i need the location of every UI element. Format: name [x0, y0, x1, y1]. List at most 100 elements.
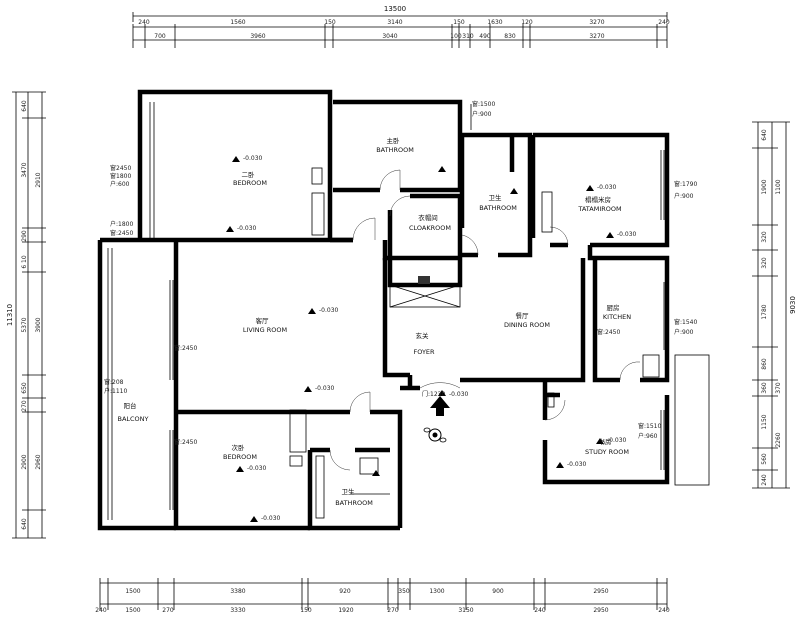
left-inner-dim: 3900 — [35, 317, 42, 332]
bottom-inner-dim: 350 — [398, 588, 410, 595]
foyer-label: FOYER — [413, 348, 435, 356]
bottom-outer-dim: 3150 — [458, 607, 473, 614]
foyer-cn: 玄关 — [416, 331, 430, 340]
right-outer-dim: 1150 — [761, 414, 768, 429]
living-cn: 客厅 — [256, 316, 270, 325]
bottom-outer-dim: 1500 — [125, 607, 140, 614]
top-outer-dim: 1630 — [487, 19, 502, 26]
bathroom-mid-cn: 卫生 — [489, 193, 503, 202]
cloakroom-cn: 衣帽间 — [418, 213, 438, 222]
bedroom-bottom-cn: 次卧 — [232, 443, 246, 452]
top-outer-dim: 3140 — [387, 19, 402, 26]
right-dimensions: 9030 640 1900 320 320 1780 860 360 1150 … — [752, 121, 797, 489]
study-window: 窗:1510 — [638, 422, 661, 430]
left-outer-dim: 3470 — [21, 162, 28, 177]
level-mark: -0.030 — [261, 515, 281, 522]
walls — [97, 89, 670, 531]
balcony-window2: 户:1800 — [110, 220, 133, 228]
level-mark: -0.030 — [237, 225, 257, 232]
tatami-cn: 榻榻米房 — [585, 195, 611, 204]
left-outer-dim: 290 — [21, 230, 28, 242]
left-outer-dim: 650 — [21, 382, 28, 394]
top-inner-dim: 100 — [450, 33, 462, 40]
kitchen-cn: 厨房 — [607, 303, 620, 312]
top-inner-dim: 3960 — [250, 33, 265, 40]
bottom-outer-dim: 270 — [387, 607, 399, 614]
living-label: LIVING ROOM — [243, 326, 287, 334]
bottom-dimensions: 1500 3380 920 350 1300 900 2950 240 1500… — [95, 578, 670, 614]
bedroom-top-window2: 窗1800 — [110, 172, 131, 180]
bottom-inner-dim: 900 — [492, 588, 504, 595]
bottom-outer-dim: 3330 — [230, 607, 245, 614]
bathroom-bottom-label: BATHROOM — [335, 499, 373, 507]
top-outer-dim: 240 — [658, 19, 670, 26]
bedroom-top-cn: 二卧 — [242, 171, 256, 179]
level-mark: -0.030 — [597, 184, 617, 191]
bottom-inner-dim: 1500 — [125, 588, 140, 595]
dining-label: DINING ROOM — [504, 321, 550, 329]
bathroom-top-label: BATHROOM — [376, 146, 414, 154]
top-inner-dim: 490 — [479, 33, 491, 40]
top-outer-dim: 1560 — [230, 19, 245, 26]
cloakroom-label: CLOAKROOM — [409, 224, 451, 232]
left-outer-dim: 2900 — [21, 454, 28, 469]
kitchen-label: KITCHEN — [603, 313, 631, 321]
bedroom-bottom-label: BEDROOM — [223, 453, 257, 461]
left-outer-dim: 6 10 — [21, 255, 28, 269]
entry-door-note: 门:1230 — [422, 390, 445, 398]
bottom-outer-dim: 240 — [534, 607, 546, 614]
tatami-door: 户:900 — [674, 192, 694, 200]
level-mark: -0.030 — [567, 461, 587, 468]
bottom-inner-dim: 920 — [339, 588, 351, 595]
balcony-cn: 阳台 — [124, 401, 137, 410]
top-outer-dim: 240 — [138, 19, 150, 26]
right-total-dimension: 9030 — [789, 296, 797, 314]
top-outer-dim: 150 — [453, 19, 465, 26]
bathroom-top-cn: 主卧 — [387, 136, 401, 145]
left-outer-dim: 5370 — [21, 317, 28, 332]
left-inner-dim: 2960 — [35, 454, 42, 469]
right-outer-dim: 560 — [761, 453, 768, 465]
right-outer-dim: 320 — [761, 231, 768, 243]
balcony-window3: 窗:2450 — [110, 229, 133, 237]
balcony-label: BALCONY — [117, 415, 148, 423]
top-inner-dim: 310 — [462, 33, 474, 40]
level-markers: -0.030 -0.030 -0.030 -0.030 -0.030 -0.03… — [226, 155, 637, 522]
right-inner-dim: 370 — [775, 382, 782, 394]
dining-cn: 餐厅 — [516, 311, 530, 320]
right-outer-dim: 1900 — [761, 179, 768, 194]
top-inner-dim: 700 — [154, 33, 166, 40]
level-mark: -0.030 — [243, 155, 263, 162]
balcony-window: 窗:208 — [104, 378, 124, 386]
bottom-inner-dim: 1300 — [429, 588, 444, 595]
right-outer-dim: 360 — [761, 382, 768, 394]
fixtures — [289, 167, 660, 519]
left-inner-dim: 2910 — [35, 172, 42, 187]
bottom-outer-dim: 150 — [300, 607, 312, 614]
level-mark: -0.030 — [247, 465, 267, 472]
level-mark: -0.030 — [315, 385, 335, 392]
entry-arrow-icon — [423, 396, 450, 443]
top-outer-dim: 3270 — [589, 19, 604, 26]
bottom-outer-dim: 2950 — [593, 607, 608, 614]
left-outer-dim: 270 — [21, 400, 28, 412]
bathroom-mid-label: BATHROOM — [479, 204, 517, 212]
top-outer-dim: 120 — [521, 19, 533, 26]
bedroom-bottom-window: 窗:2450 — [174, 438, 197, 446]
kitchen-window: 窗:1540 — [674, 318, 697, 326]
left-outer-dim: 640 — [21, 100, 28, 112]
left-outer-dim: 640 — [21, 518, 28, 530]
study-cn: 书房 — [599, 437, 612, 446]
bedroom-top-window: 窗2450 — [110, 164, 131, 172]
bathroom-top-window: 窗:1500 — [472, 100, 495, 108]
bottom-outer-dim: 240 — [95, 607, 107, 614]
top-inner-dim: 3040 — [382, 33, 397, 40]
windows — [107, 102, 710, 520]
living-window: 窗:2450 — [174, 344, 197, 352]
right-inner-dim: 2260 — [775, 432, 782, 447]
right-outer-dim: 1780 — [761, 304, 768, 319]
level-mark: -0.030 — [607, 437, 627, 444]
bottom-outer-dim: 240 — [658, 607, 670, 614]
right-outer-dim: 860 — [761, 358, 768, 370]
study-door: 户:960 — [638, 432, 658, 440]
